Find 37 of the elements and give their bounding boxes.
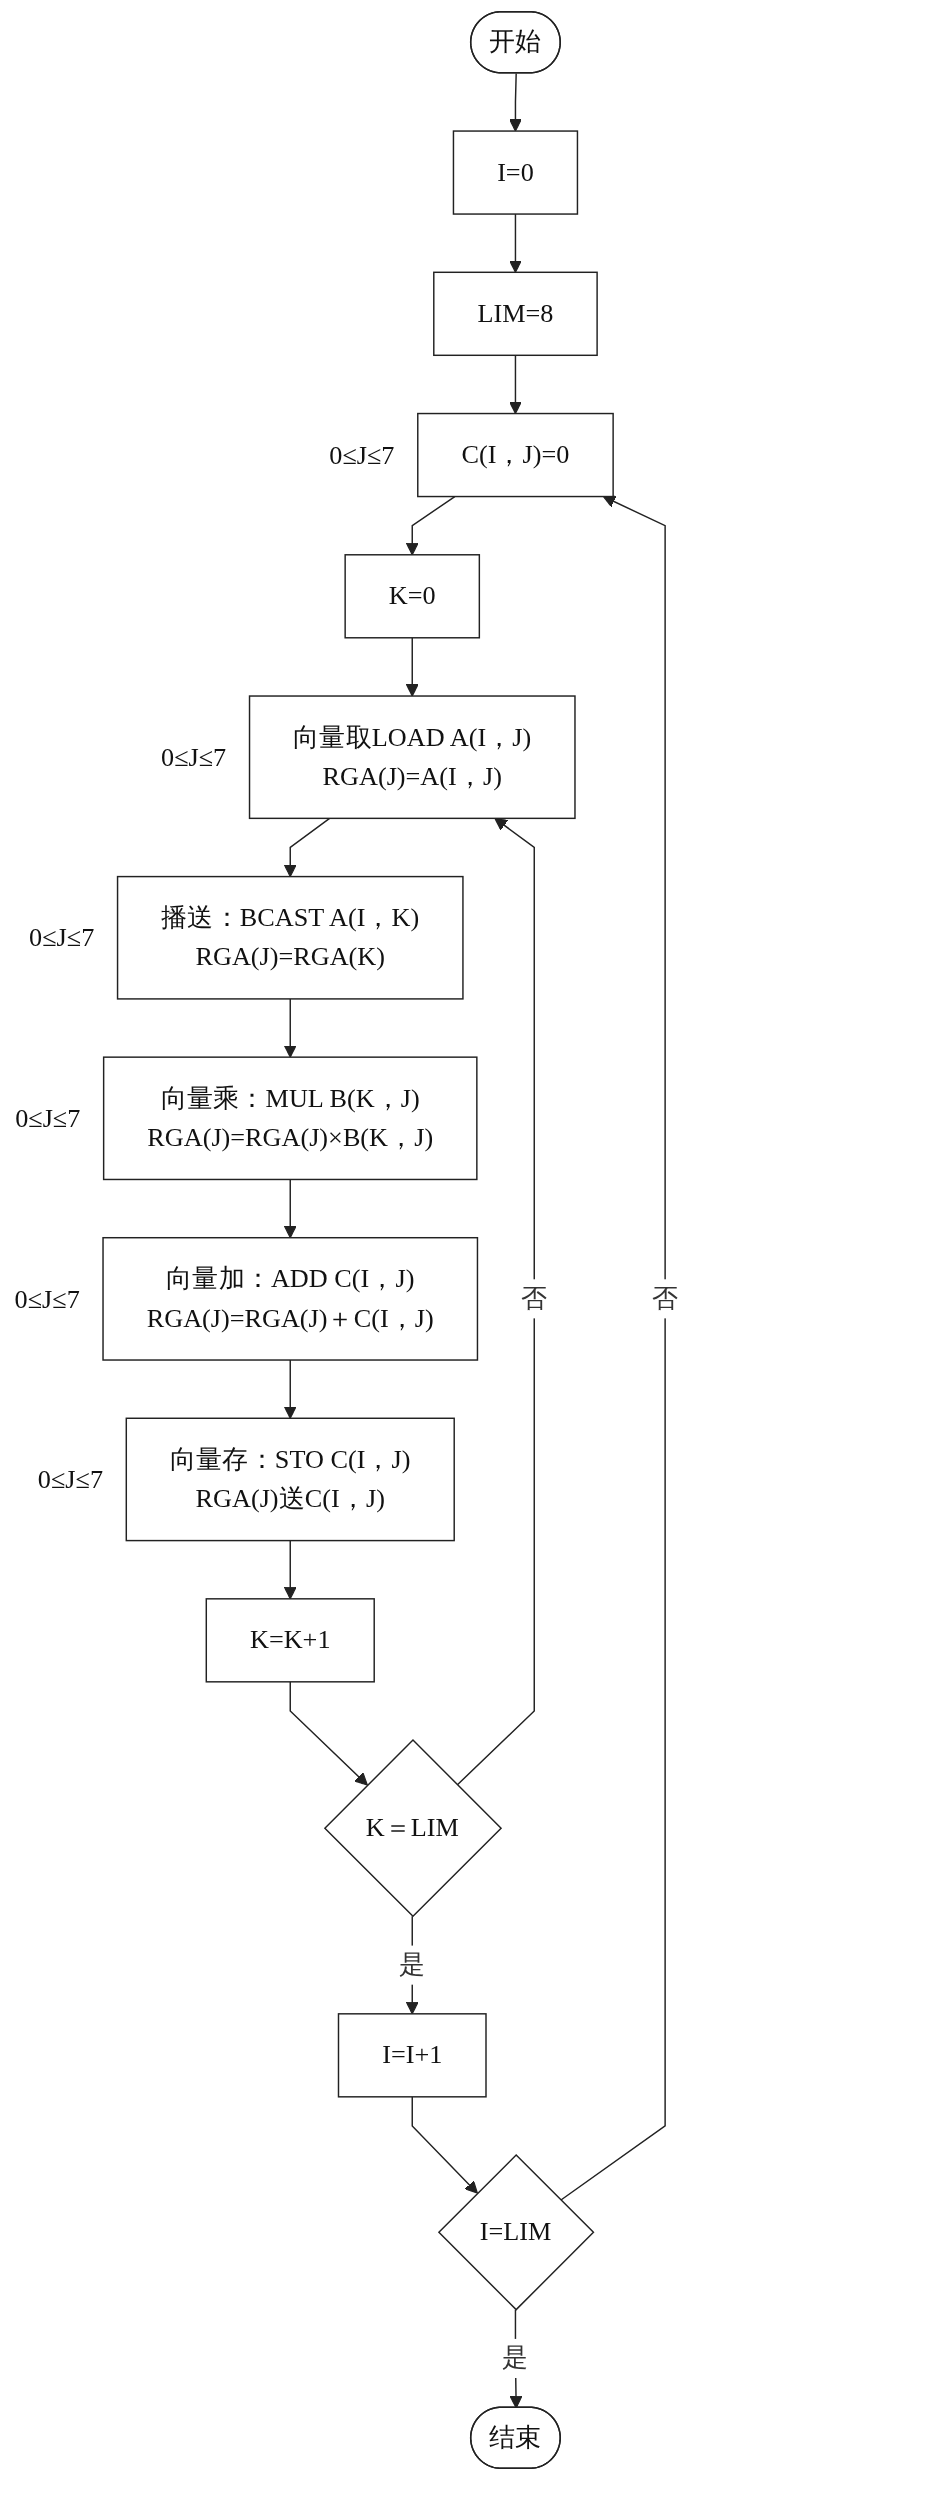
range-note: 0≤J≤7 — [29, 923, 95, 953]
node-diamond: I=LIM — [437, 2154, 595, 2311]
arrow — [283, 1539, 297, 1600]
arrow — [509, 72, 522, 132]
node-box: I=0 — [452, 130, 579, 215]
arrow — [405, 637, 419, 697]
node-box: K=K+1 — [205, 1598, 375, 1683]
node-box: 向量存：STO C(I，J) RGA(J)送C(I，J) — [125, 1417, 455, 1542]
arrow — [559, 495, 666, 2201]
node-box: C(I，J)=0 — [417, 412, 614, 498]
range-note: 0≤J≤7 — [37, 1465, 103, 1495]
node-box: 向量乘：MUL B(K，J) RGA(J)=RGA(J)×B(K，J) — [102, 1056, 478, 1181]
arrow — [283, 1359, 297, 1419]
arrow — [289, 1681, 368, 1786]
edge-label: 否 — [652, 1283, 679, 1313]
arrow — [509, 354, 522, 415]
edge-label: 是 — [502, 2343, 529, 2373]
range-note: 0≤J≤7 — [329, 440, 395, 470]
range-note: 0≤J≤7 — [15, 1104, 81, 1134]
arrow — [456, 817, 535, 1786]
arrow — [283, 1178, 297, 1239]
arrow — [283, 817, 331, 878]
edge-label: 否 — [521, 1283, 548, 1313]
arrow — [405, 495, 456, 556]
range-note: 0≤J≤7 — [14, 1284, 80, 1314]
edge-label: 是 — [399, 1949, 426, 1979]
arrow — [283, 998, 297, 1058]
node-diamond: K＝LIM — [323, 1739, 503, 1918]
node-box: I=I+1 — [337, 2013, 487, 2098]
node-box: 向量取LOAD A(I，J) RGA(J)=A(I，J) — [248, 695, 576, 820]
arrow — [411, 2096, 478, 2194]
range-note: 0≤J≤7 — [161, 742, 227, 772]
node-box: K=0 — [344, 554, 481, 639]
arrow — [509, 213, 522, 273]
node-box: 播送：BCAST A(I，K) RGA(J)=RGA(K) — [116, 875, 464, 1000]
node-box: 向量加：ADD C(I，J) RGA(J)=RGA(J)＋C(I，J) — [102, 1237, 479, 1361]
node-box: LIM=8 — [433, 271, 598, 357]
